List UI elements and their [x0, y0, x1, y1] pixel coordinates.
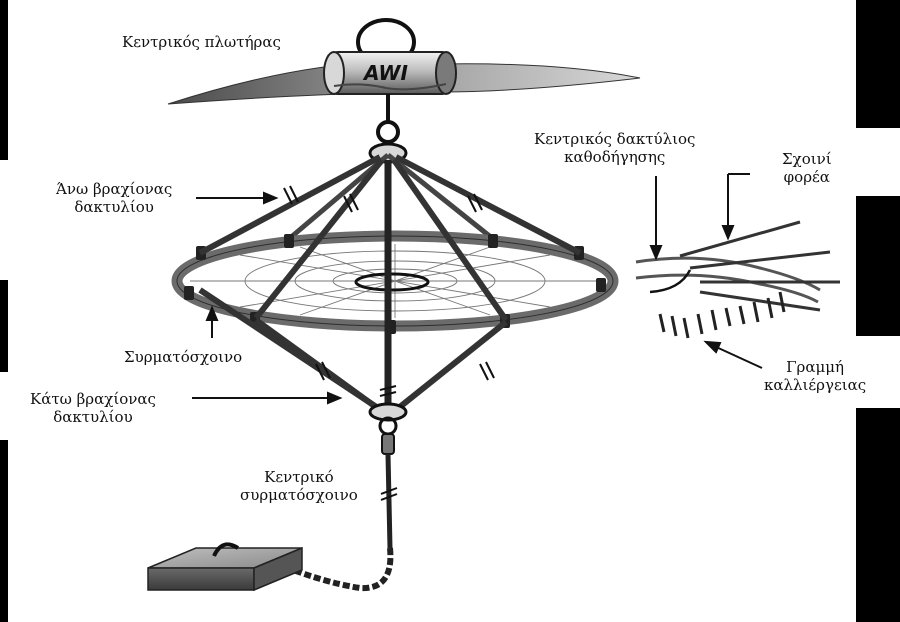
diagram-panel — [8, 0, 856, 622]
bottom-hub — [368, 402, 408, 422]
inset-ring-bottom — [635, 273, 819, 304]
label-carrier-rope: Σχοινί φορέα — [782, 150, 832, 186]
label-guide-ring: Κεντρικός δακτύλιος καθοδήγησης — [534, 130, 696, 166]
inset-carrier-ropes — [679, 220, 840, 312]
central-wire-break-b — [380, 493, 398, 501]
label-upper-arm: Άνω βραχίονας δακτυλίου — [56, 180, 173, 216]
float-waterline — [333, 83, 447, 91]
anchor-block — [147, 542, 303, 592]
anchor-shackle — [212, 542, 240, 557]
leader-arrows — [192, 173, 763, 405]
label-tab-lower-right — [848, 336, 900, 408]
central-guide-ring — [354, 272, 430, 292]
central-float: AWI — [323, 18, 457, 95]
label-central-float: Κεντρικός πλωτήρας — [122, 33, 281, 51]
float-end-right — [435, 51, 457, 95]
detail-inset — [635, 220, 840, 339]
label-wire-rope: Συρματόσχοινο — [124, 348, 243, 366]
upper-arms-front — [198, 154, 582, 322]
central-wire-break-a — [380, 487, 398, 495]
label-central-wire: Κεντρικό συρματόσχοινο — [240, 468, 358, 504]
ring-net — [190, 244, 600, 318]
float-shackle — [376, 120, 400, 144]
swivel — [381, 433, 395, 455]
lower-arms — [198, 287, 508, 413]
arm-break-marks — [283, 185, 495, 397]
inset-guide-curve — [649, 269, 692, 294]
label-lower-arm: Κάτω βραχίονας δακτυλίου — [30, 390, 156, 426]
float-brand-text: AWI — [362, 61, 408, 85]
label-tab-upper-right — [848, 128, 900, 196]
float-end-left — [323, 51, 345, 95]
label-tab-upper-left — [0, 160, 20, 280]
label-culture-line: Γραμμή καλλιέργειας — [764, 358, 867, 394]
inset-culture-lines — [658, 291, 786, 339]
label-tab-lower-left — [0, 372, 20, 440]
central-wire-rope — [385, 453, 393, 549]
